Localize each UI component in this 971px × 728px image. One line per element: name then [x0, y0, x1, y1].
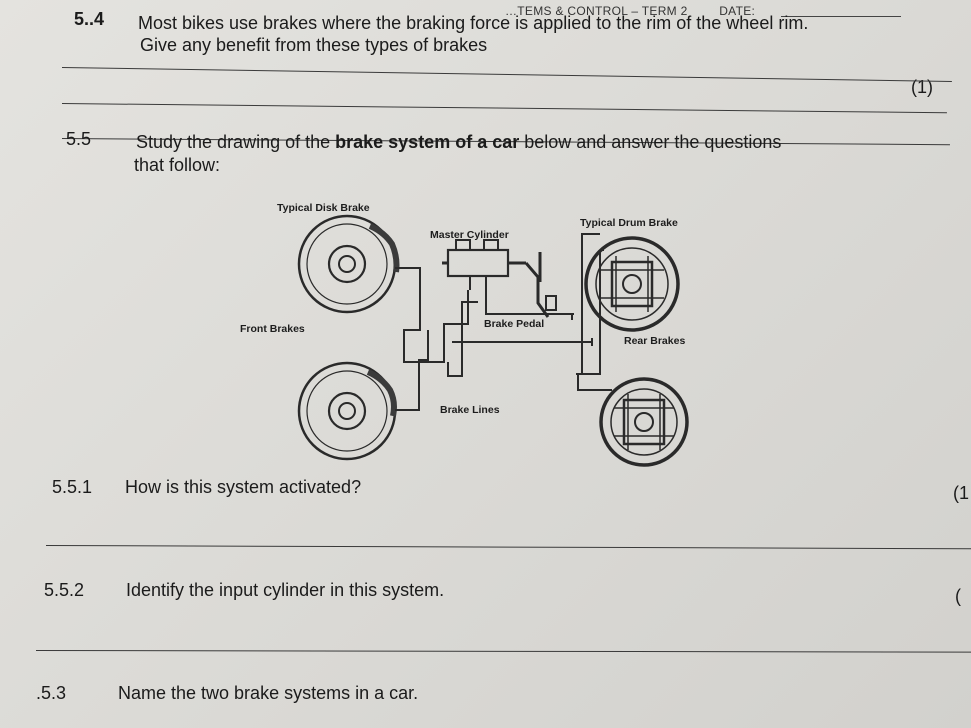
rear-drum-brake-bottom — [599, 377, 689, 467]
master-cylinder — [442, 239, 526, 290]
date-label: DATE: — [719, 4, 756, 18]
q5-5-line1: Study the drawing of the brake system of… — [136, 132, 781, 153]
q5-5-1-number: 5.5.1 — [52, 477, 93, 497]
q5-5-3-number: .5.3 — [36, 683, 67, 703]
q5-5-2-text: Identify the input cylinder in this syst… — [126, 580, 445, 600]
front-disk-brake-bottom — [297, 361, 397, 461]
date-blank — [780, 6, 901, 17]
q5-5-3-text: Name the two brake systems in a car. — [118, 683, 419, 703]
label-typical-disk-brake: Typical Disk Brake — [277, 202, 370, 214]
page-header: …TEMS & CONTROL – TERM 2 DATE: — [505, 4, 901, 18]
q5-5-number: 5.5 — [66, 129, 92, 149]
q5-5-text-bold: brake system of a car — [335, 132, 520, 152]
brake-lines — [395, 233, 612, 411]
header-title: …TEMS & CONTROL – TERM 2 — [505, 4, 688, 18]
q5-4-line1: Most bikes use brakes where the braking … — [138, 13, 809, 33]
q5-4-line2: Give any benefit from these types of bra… — [140, 35, 488, 55]
q5-4-number: 5..4 — [74, 9, 105, 29]
q5-5-text-a: Study the drawing of the — [136, 132, 336, 152]
label-brake-pedal: Brake Pedal — [484, 318, 544, 330]
label-master-cylinder: Master Cylinder — [430, 229, 509, 241]
q5-5-line2: that follow: — [134, 155, 221, 175]
label-front-brakes: Front Brakes — [240, 323, 305, 335]
q5-4-mark: (1) — [911, 77, 933, 97]
q5-5-1-text: How is this system activated? — [125, 477, 362, 497]
front-disk-brake-top — [297, 214, 400, 314]
rear-drum-brake-top — [584, 236, 680, 332]
brake-pedal — [524, 252, 557, 318]
label-brake-lines: Brake Lines — [440, 404, 500, 416]
q5-5-text-b: below and answer the questions — [519, 132, 782, 152]
q5-5-2-number: 5.5.2 — [44, 580, 85, 600]
q5-5-2-mark: ( — [955, 586, 961, 606]
q5-5-1-mark: (1 — [953, 483, 970, 503]
label-rear-brakes: Rear Brakes — [624, 335, 685, 347]
label-typical-drum-brake: Typical Drum Brake — [580, 217, 678, 229]
